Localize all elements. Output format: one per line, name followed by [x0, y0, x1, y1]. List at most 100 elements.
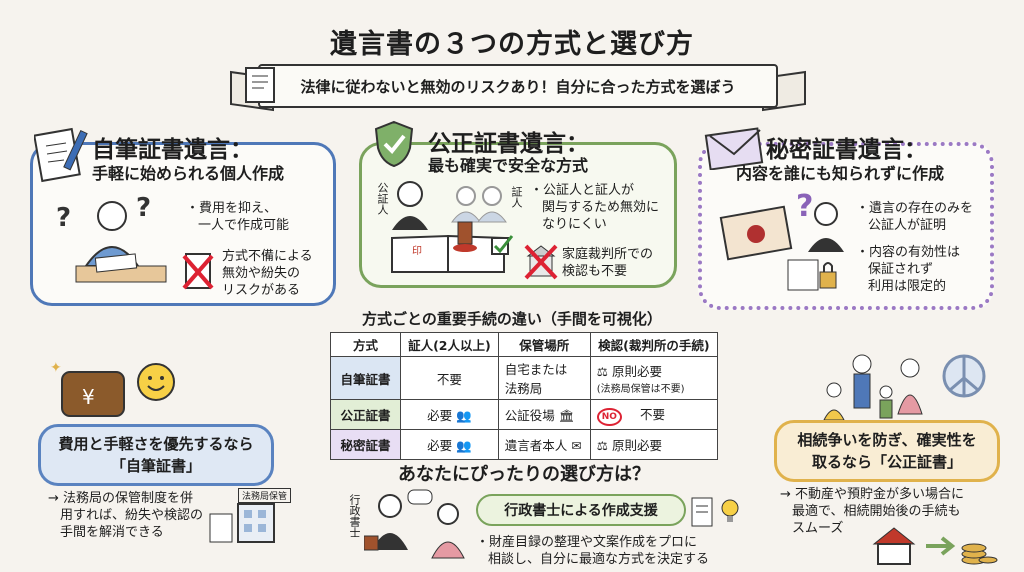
- kosei-bullet-1c: なりにくい: [542, 217, 607, 232]
- table-title: 方式ごとの重要手続の違い（手間を可視化）: [362, 310, 662, 328]
- jihitsu-bullet-1b: 一人で作成可能: [198, 218, 290, 233]
- court-x-icon: [524, 244, 558, 280]
- probate-value: 原則必要: [611, 364, 662, 379]
- svg-text:?: ?: [56, 203, 71, 233]
- jihitsu-risk-a: 方式不備による: [222, 249, 313, 264]
- building-icon: 🏛: [558, 408, 575, 423]
- sealed-envelope-illustration: ?: [719, 189, 844, 291]
- himitsu-bullet-1a: ・遺言の存在のみを: [856, 201, 974, 216]
- scroll-icon: [245, 67, 275, 103]
- left-note-b: 用すれば、紛失や検認の: [60, 508, 204, 523]
- table-header-storage: 保管場所: [497, 332, 591, 357]
- probate-value: 不要: [639, 406, 665, 422]
- storage-line-b: 法務局: [504, 381, 543, 396]
- gyosei-support-callout: 行政書士による作成支援: [476, 494, 686, 526]
- callout-line-2: 取るなら「公正証書」: [811, 453, 962, 471]
- clipboard-bulb-icon: [691, 497, 739, 527]
- banner-text: 法律に従わないと無効のリスクあり！自分に合った方式を選ぼう: [300, 77, 736, 96]
- probate-note: (法務局保管は不要): [596, 384, 685, 395]
- comparison-table: 方式 証人(2人以上) 保管場所 検認(裁判所の手続) 自筆証書 不要 自宅また…: [330, 332, 719, 460]
- jihitsu-recommend-callout: 費用と手軽さを優先するなら 「自筆証書」: [38, 424, 274, 486]
- himitsu-bullet-2b: 保証されず: [868, 262, 934, 277]
- row-storage: 自宅または 法務局: [497, 356, 591, 400]
- jihitsu-risk-c: リスクがある: [222, 283, 301, 298]
- table-row: 自筆証書 不要 自宅または 法務局 ⚖ 原則必要 (法務局保管は不要): [330, 356, 719, 400]
- center-note-a: ・財産目録の整理や文案作成をプロに: [476, 535, 698, 550]
- gavel-icon: ⚖: [596, 364, 608, 379]
- callout-line-2: 「自筆証書」: [110, 457, 201, 475]
- table-header-witness: 証人(2人以上): [400, 332, 499, 357]
- checkbox-icon: [491, 235, 514, 255]
- witness-label: 証人: [510, 186, 523, 208]
- table-header-probate: 検認(裁判所の手続): [589, 332, 719, 357]
- himitsu-bullet-2c: 利用は限定的: [868, 279, 947, 294]
- gavel-icon: ⚖: [596, 438, 608, 453]
- jihitsu-bullet-1a: ・費用を抑え、: [186, 201, 278, 216]
- kosei-bullet-2a: 家庭裁判所での: [562, 247, 654, 262]
- notary-label: 公証人: [376, 182, 389, 215]
- jihitsu-title: 自筆証書遺言：: [92, 137, 253, 163]
- legal-office-sign: 法務局保管: [238, 488, 292, 503]
- right-note-a: → 不動産や預貯金が多い場合に: [780, 487, 965, 502]
- legal-office-building-icon: [209, 503, 275, 543]
- storage-line-a: 遺言者本人: [504, 438, 568, 453]
- row-witness: 不要: [400, 356, 499, 400]
- himitsu-subtitle: 内容を誰にも知られずに作成: [736, 164, 945, 183]
- house-coins-icon: [872, 527, 998, 565]
- row-method: 秘密証書: [330, 429, 401, 460]
- table-header-method: 方式: [330, 332, 401, 357]
- row-method: 公正証書: [330, 399, 401, 430]
- row-method: 自筆証書: [330, 356, 401, 400]
- jihitsu-risk-b: 無効や紛失の: [222, 266, 301, 281]
- storage-line-a: 公証役場: [504, 408, 555, 423]
- row-storage: 遺言者本人 ✉: [497, 429, 591, 460]
- row-witness: 必要 👥: [400, 399, 499, 430]
- center-note-b: 相談し、自分に最適な方式を決定する: [488, 552, 710, 567]
- kosei-subtitle: 最も確実で安全な方式: [428, 156, 589, 175]
- table-row: 公正証書 必要 👥 公証役場 🏛 NO 不要: [330, 399, 719, 430]
- row-storage: 公証役場 🏛: [497, 399, 591, 430]
- envelope-icon: [704, 127, 764, 170]
- callout-line-1: 費用と手軽さを優先するなら: [58, 435, 254, 453]
- kosei-bullet-2b: 検認も不要: [562, 264, 628, 279]
- himitsu-bullet-1b: 公証人が証明: [868, 218, 947, 233]
- table-header-row: 方式 証人(2人以上) 保管場所 検認(裁判所の手続): [330, 332, 719, 357]
- jihitsu-subtitle: 手軽に始められる個人作成: [92, 164, 285, 183]
- people-icon: 👥: [456, 438, 472, 453]
- no-icon: NO: [596, 407, 622, 426]
- storage-line-a: 自宅または: [504, 362, 568, 377]
- left-note-c: 手間を解消できる: [60, 525, 164, 540]
- left-note-a: → 法務局の保管制度を併: [48, 491, 194, 506]
- probate-value: 原則必要: [611, 438, 662, 453]
- witness-value: 必要: [427, 438, 453, 453]
- wallet-smile-illustration: ¥ ✦: [50, 360, 175, 417]
- svg-text:?: ?: [136, 193, 151, 223]
- gyosei-support-text: 行政書士による作成支援: [504, 503, 658, 519]
- kosei-bullet-1b: 関与するため無効に: [542, 200, 660, 215]
- people-icon: 👥: [456, 408, 472, 423]
- row-probate: ⚖ 原則必要: [589, 429, 719, 460]
- kosei-title: 公正証書遺言：: [428, 131, 589, 157]
- warning-banner: 法律に従わないと無効のリスクあり！自分に合った方式を選ぼう: [258, 64, 778, 108]
- row-witness: 必要 👥: [400, 429, 499, 460]
- witness-value: 必要: [427, 408, 453, 423]
- row-probate: NO 不要: [589, 399, 719, 430]
- notary-illustration: 印: [391, 181, 507, 273]
- page-title: 遺言書の３つの方式と選び方: [330, 29, 694, 60]
- svg-text:?: ?: [796, 189, 813, 224]
- consultation-illustration: [364, 489, 465, 559]
- choose-title: あなたにぴったりの選び方は？: [398, 464, 650, 485]
- family-peace-illustration: [823, 354, 986, 421]
- torn-document-x-icon: [182, 253, 214, 290]
- right-note-c: スムーズ: [792, 521, 844, 536]
- kosei-bullet-1a: ・公証人と証人が: [530, 183, 635, 198]
- gyosei-label: 行政書士: [348, 494, 361, 538]
- shield-check-icon: [374, 120, 414, 168]
- himitsu-title: 秘密証書遺言：: [766, 137, 927, 163]
- svg-text:✦: ✦: [50, 360, 62, 376]
- callout-line-1: 相続争いを防ぎ、確実性を: [797, 431, 977, 449]
- envelope-small-icon: ✉: [571, 438, 582, 453]
- kosei-recommend-callout: 相続争いを防ぎ、確実性を 取るなら「公正証書」: [774, 420, 1000, 482]
- document-pen-icon: [34, 127, 88, 183]
- row-probate: ⚖ 原則必要 (法務局保管は不要): [589, 356, 719, 400]
